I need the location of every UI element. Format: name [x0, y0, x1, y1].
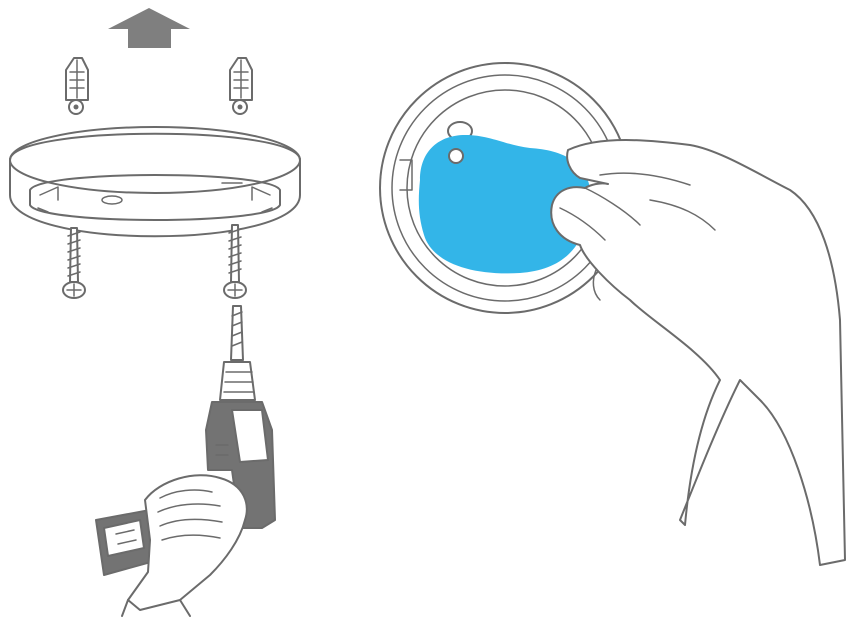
- tag-hole: [449, 149, 463, 163]
- mounting-base: [10, 127, 300, 236]
- up-arrow-icon: [108, 8, 190, 48]
- wall-anchor-right: [230, 58, 252, 114]
- attach-step: [380, 63, 845, 565]
- drill-bit: [231, 306, 243, 360]
- hand-placing-tag: [551, 140, 845, 565]
- mounting-step: [10, 8, 300, 616]
- screw-right: [224, 225, 246, 298]
- wall-anchor-left: [66, 58, 88, 114]
- screw-left: [63, 228, 85, 298]
